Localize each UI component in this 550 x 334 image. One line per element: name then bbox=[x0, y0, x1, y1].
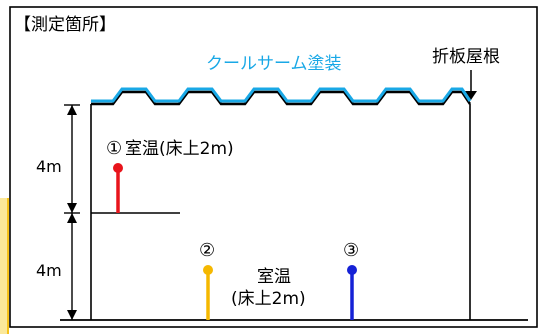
room-temp-height-label: (床上2m) bbox=[231, 289, 306, 309]
left-accent-strip bbox=[0, 198, 7, 334]
roof-profile bbox=[91, 90, 472, 106]
roof-coating bbox=[91, 87, 472, 103]
dim-arrow-lower-bottom bbox=[67, 310, 77, 320]
point3-marker: ③ bbox=[343, 240, 359, 261]
point1-sensor bbox=[113, 163, 123, 173]
diagram-title: 【測定箇所】 bbox=[14, 15, 116, 35]
diagram-frame bbox=[9, 6, 538, 328]
dim-arrow-lower-top bbox=[67, 213, 77, 223]
left-accent-strip-edge bbox=[7, 198, 9, 334]
point3-sensor bbox=[347, 265, 357, 275]
point1-label: 室温(床上2m) bbox=[125, 139, 234, 159]
dim-arrow-upper-bottom bbox=[67, 203, 77, 213]
dim-arrow-upper-top bbox=[67, 105, 77, 115]
room-temp-label: 室温 bbox=[257, 267, 291, 287]
coating-label: クールサーム塗装 bbox=[206, 53, 342, 74]
roof-arrowhead bbox=[465, 91, 477, 100]
roof-label: 折板屋根 bbox=[432, 47, 500, 67]
dimension-label-lower: 4m bbox=[36, 261, 62, 280]
dimension-label-upper: 4m bbox=[36, 157, 62, 176]
point1-marker: ① bbox=[106, 138, 122, 159]
point2-marker: ② bbox=[199, 240, 215, 261]
point2-sensor bbox=[203, 265, 213, 275]
